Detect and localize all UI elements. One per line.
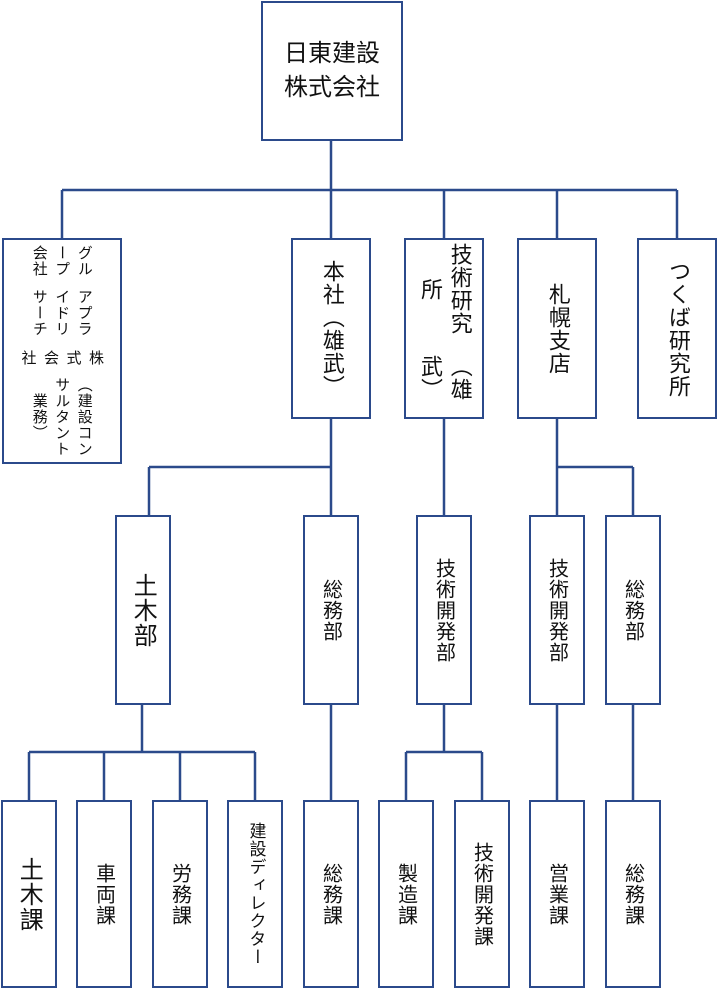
company-name-line1: 日東建設 xyxy=(284,39,380,68)
doboku-dept-box: 土木部 xyxy=(115,515,171,705)
sharyou-section-name: 車両課 xyxy=(92,862,117,926)
honsha-box: 本社（雄武） xyxy=(291,238,371,419)
roumu-section-box: 労務課 xyxy=(152,800,208,988)
soumu-dept-hq-name: 総務部 xyxy=(319,578,344,642)
connector-honsha-to-depts xyxy=(147,418,333,516)
company-name-line2: 株式会社 xyxy=(284,73,380,101)
eigyou-section-name: 営業課 xyxy=(545,862,570,926)
roumu-section-name: 労務課 xyxy=(168,862,193,926)
soumu-section-hq-name: 総務課 xyxy=(319,862,344,926)
group-line3: 株式会社 xyxy=(19,349,106,366)
doboku-section-name: 土木課 xyxy=(15,856,44,932)
connector-top-to-branches xyxy=(60,140,679,239)
honsha-place: （雄武） xyxy=(318,305,344,398)
gijutsu-lab-name: 技術研究所 xyxy=(417,243,472,336)
doboku-section-box: 土木課 xyxy=(1,800,57,988)
group-line4: （建設コンサルタント業務） xyxy=(30,376,94,457)
sapporo-branch-name: 札幌支店 xyxy=(544,282,570,375)
company-box: 日東建設 株式会社 xyxy=(261,1,403,141)
connector-kaihatsu-to-sections xyxy=(404,704,484,801)
group-line2: アプライドリサーチ xyxy=(30,288,94,337)
group-line1: グループ会社 xyxy=(30,244,94,277)
connector-sapporo-to-depts xyxy=(555,418,635,516)
honsha-name: 本社 xyxy=(318,259,344,306)
sapporo-branch-box: 札幌支店 xyxy=(517,238,597,419)
eigyou-section-box: 営業課 xyxy=(529,800,585,988)
soumu-dept-sapporo-name: 総務部 xyxy=(621,578,646,642)
kaihatsu-dept-lab-box: 技術開発部 xyxy=(416,515,472,705)
doboku-dept-name: 土木部 xyxy=(129,572,158,648)
kaihatsu-dept-lab-name: 技術開発部 xyxy=(432,557,457,663)
group-company-box: グループ会社 アプライドリサーチ 株式会社 （建設コンサルタント業務） xyxy=(2,238,122,464)
soumu-dept-hq-box: 総務部 xyxy=(303,515,359,705)
sharyou-section-box: 車両課 xyxy=(76,800,132,988)
kaihatsu-section-box: 技術開発課 xyxy=(454,800,510,988)
kaihatsu-section-name: 技術開発課 xyxy=(470,841,495,947)
seizou-section-box: 製造課 xyxy=(378,800,434,988)
gijutsu-lab-place: （雄武） xyxy=(417,354,472,401)
kaihatsu-dept-sapporo-box: 技術開発部 xyxy=(529,515,585,705)
soumu-section-sapporo-name: 総務課 xyxy=(621,862,646,926)
seizou-section-name: 製造課 xyxy=(394,862,419,926)
connector-doboku-to-sections xyxy=(27,704,257,801)
soumu-section-sapporo-box: 総務課 xyxy=(605,800,661,988)
gijutsu-lab-box: 技術研究所 （雄武） xyxy=(404,238,484,419)
director-section-name: 建設ディレクター xyxy=(245,822,266,966)
director-section-box: 建設ディレクター xyxy=(227,800,283,988)
kaihatsu-dept-sapporo-name: 技術開発部 xyxy=(545,557,570,663)
soumu-section-hq-box: 総務課 xyxy=(303,800,359,988)
soumu-dept-sapporo-box: 総務部 xyxy=(605,515,661,705)
tsukuba-lab-name: つくば研究所 xyxy=(664,259,690,398)
tsukuba-lab-box: つくば研究所 xyxy=(637,238,717,419)
